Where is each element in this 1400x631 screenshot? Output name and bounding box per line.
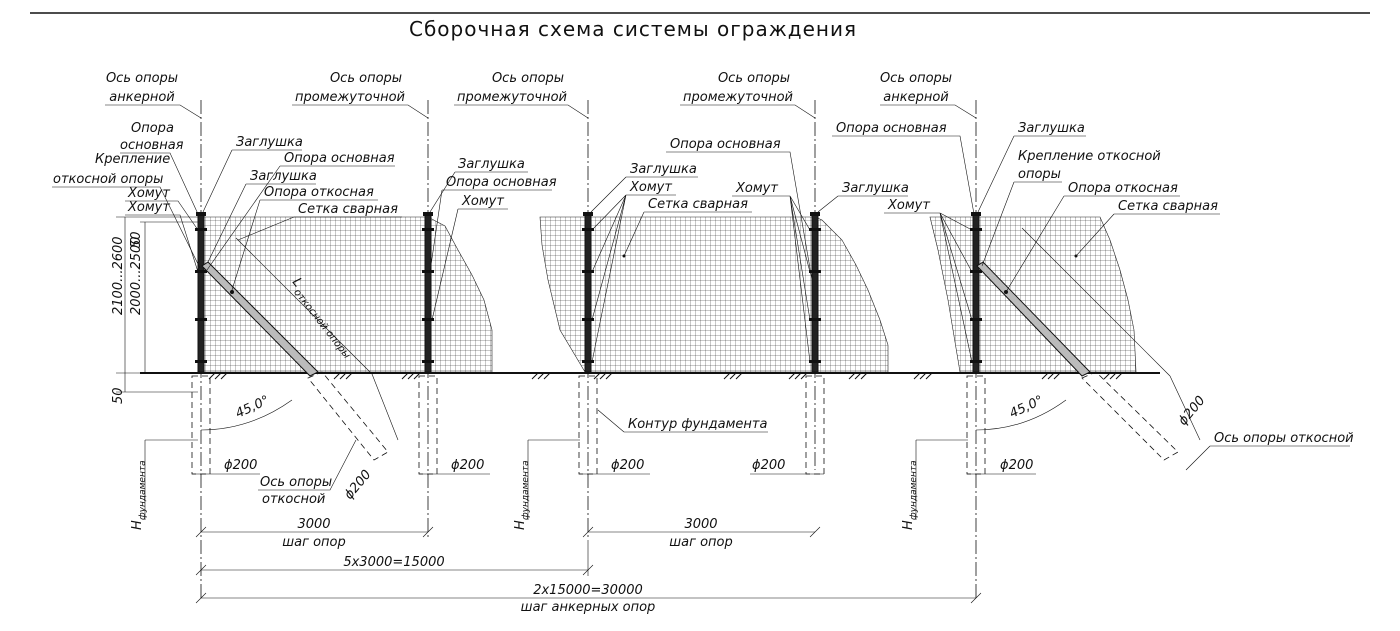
ground [140,372,1160,380]
svg-text:Хомут: Хомут [461,194,504,209]
svg-text:Опора основная: Опора основная [284,151,395,166]
intermediate-post-3 [811,213,819,373]
svg-text:Ось опоры: Ось опоры [880,71,952,86]
svg-text:ϕ200: ϕ200 [342,467,375,502]
svg-text:шаг опор: шаг опор [669,535,732,550]
mesh-panel-2 [539,216,889,373]
ground-hatches [208,372,1123,380]
svg-text:фундамента: фундамента [521,460,531,520]
svg-text:Контур фундамента: Контур фундамента [628,417,767,432]
svg-text:H: H [513,520,528,530]
svg-text:ϕ200: ϕ200 [752,458,785,473]
svg-text:фундамента: фундамента [138,460,148,520]
svg-text:ϕ200: ϕ200 [451,458,484,473]
svg-text:Заглушка: Заглушка [842,181,909,196]
svg-text:Опора основная: Опора основная [836,121,947,136]
svg-text:Ось опоры: Ось опоры [718,71,790,86]
svg-text:3000: 3000 [297,517,330,532]
svg-text:50: 50 [111,387,126,404]
svg-text:анкерной: анкерной [109,90,174,105]
svg-text:Опора основная: Опора основная [446,175,557,190]
svg-text:Ось опоры откосной: Ось опоры откосной [1214,431,1354,446]
svg-text:ϕ200: ϕ200 [611,458,644,473]
intermediate-post-1 [424,213,432,373]
left-anchor-callouts: Опора основная Крепление откосной опоры … [52,121,402,291]
posts [195,212,982,373]
svg-text:Заглушка: Заглушка [236,135,303,150]
svg-text:Заглушка: Заглушка [250,169,317,184]
svg-text:Опора откосная: Опора откосная [264,185,374,200]
svg-text:2100...2600: 2100...2600 [111,236,126,315]
svg-text:опоры: опоры [1018,167,1061,182]
svg-text:Хомут: Хомут [629,180,672,195]
svg-text:Сетка сварная: Сетка сварная [298,202,398,217]
horizontal-dimensions: 3000 шаг опор 3000 шаг опор 5x3000=15000… [195,517,982,615]
svg-text:шаг опор: шаг опор [282,535,345,550]
svg-text:ϕ200: ϕ200 [224,458,257,473]
svg-text:Сетка сварная: Сетка сварная [648,197,748,212]
svg-text:откосной опоры: откосной опоры [53,172,163,187]
diameter-dimensions: ϕ200 ϕ200 ϕ200 ϕ200 ϕ200 ϕ200 ϕ200 [192,393,1209,503]
svg-text:2x15000=30000: 2x15000=30000 [533,583,643,598]
intermediate-post-2 [584,213,592,373]
svg-text:Сетка сварная: Сетка сварная [1118,199,1218,214]
foundation-contour-callout: Контур фундамента [597,409,768,433]
svg-text:ϕ200: ϕ200 [1000,458,1033,473]
svg-text:Ось опоры: Ось опоры [330,71,402,86]
svg-text:Хомут: Хомут [735,181,778,196]
svg-text:Опора откосная: Опора откосная [1068,181,1178,196]
right-anchor-callouts: Опора основная Заглушка Крепление откосн… [832,121,1220,363]
svg-text:Ось опоры: Ось опоры [492,71,564,86]
svg-text:Ось опоры: Ось опоры [106,71,178,86]
svg-text:5x3000=15000: 5x3000=15000 [343,555,444,570]
svg-text:Заглушка: Заглушка [458,157,525,172]
svg-text:Заглушка: Заглушка [1018,121,1085,136]
svg-text:откосной: откосной [262,492,325,507]
braces [201,227,1201,441]
svg-text:Опора: Опора [131,121,174,136]
svg-text:основная: основная [120,138,184,153]
svg-text:50: 50 [129,231,144,248]
svg-text:анкерной: анкерной [883,90,948,105]
svg-text:Хомут: Хомут [127,200,170,215]
svg-text:Опора основная: Опора основная [670,137,781,152]
angle-label-left: 45,0° [233,393,271,422]
intermediate-1-callouts: Заглушка Опора основная Хомут [429,157,557,321]
mesh-panel-3 [929,216,1137,373]
svg-text:3000: 3000 [684,517,717,532]
svg-text:промежуточной: промежуточной [295,90,405,105]
intermediate-3-callouts: Опора основная Хомут Заглушка [666,137,909,363]
svg-text:фундамента: фундамента [909,460,919,520]
svg-text:Хомут: Хомут [127,186,170,201]
anchor-post-left [197,213,205,373]
svg-text:Крепление откосной: Крепление откосной [1018,149,1161,164]
svg-text:промежуточной: промежуточной [457,90,567,105]
anchor-post-right [972,213,980,373]
svg-text:Крепление: Крепление [95,152,170,167]
brace-axis-callouts: Ось опоры откосной Ось опоры откосной [258,431,1354,507]
angle-label-right: 45,0° [1007,393,1045,422]
vertical-dimensions: 2100...2600 2000...2500 50 50 [111,216,198,404]
foundation-depth-labels: H фундамента H фундамента H фундамента [130,439,968,530]
intermediate-2-callouts: Заглушка Хомут Сетка сварная [590,162,752,363]
svg-text:2000...2500: 2000...2500 [129,236,144,315]
svg-text:H: H [130,520,145,530]
svg-text:H: H [901,520,916,530]
svg-text:шаг анкерных опор: шаг анкерных опор [521,600,656,615]
svg-text:Ось опоры: Ось опоры [260,475,332,490]
svg-text:Заглушка: Заглушка [630,162,697,177]
diagram-title: Сборочная схема системы ограждения [409,17,857,41]
axis-callouts: Ось опоры анкерной Ось опоры промежуточн… [105,71,977,119]
svg-text:Хомут: Хомут [887,198,930,213]
svg-text:промежуточной: промежуточной [683,90,793,105]
